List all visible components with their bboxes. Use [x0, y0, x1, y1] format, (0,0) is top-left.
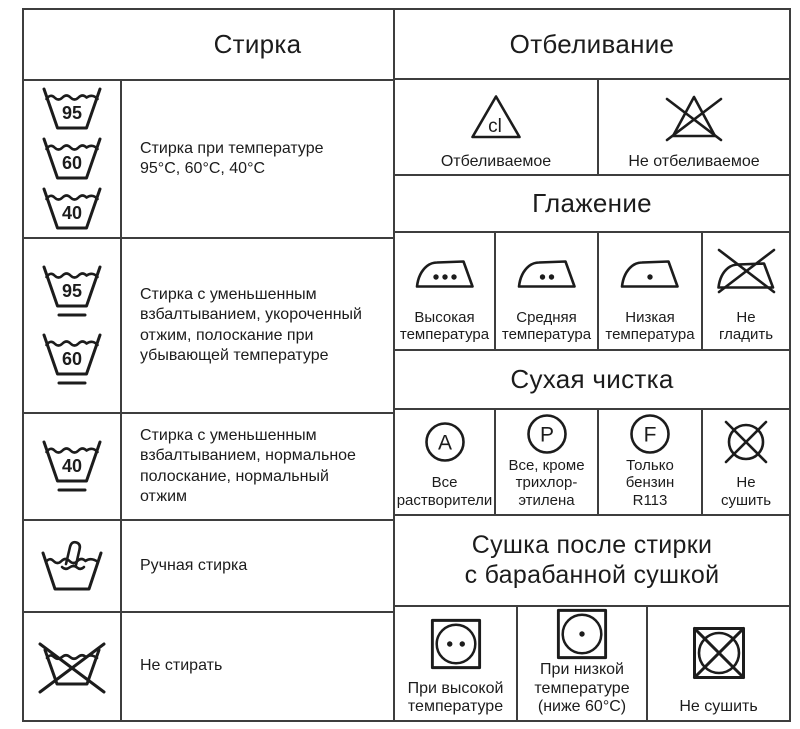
bleaching-header: Отбеливание [395, 10, 789, 81]
iron-medium-cell: Средняя температура [496, 232, 599, 349]
tumble-dry-2-dots-icon [430, 618, 481, 669]
washing-header: Стирка [24, 10, 393, 81]
dryclean-P-cell: P Все, кроме трихлор- этилена [496, 410, 599, 515]
circle-A-icon: A [424, 422, 465, 463]
dry-cleaning-row: A Все растворители P Все, кроме трихлор-… [395, 410, 789, 517]
iron-1-dot-icon [620, 260, 679, 288]
washing-row-description: Не стирать [140, 657, 223, 675]
dryclean-P-label: Все, кроме трихлор- этилена [508, 457, 585, 509]
wash-tub-40-underline-icon: 40 [42, 440, 102, 491]
wash-tub-60-icon: 60 [42, 137, 102, 180]
dry-cleaning-header: Сухая чистка [395, 351, 789, 411]
dryclean-F-cell: F Только бензин R113 [599, 410, 703, 515]
svg-text:40: 40 [62, 456, 82, 476]
care-symbols-table: Стирка 95 60 [22, 8, 791, 722]
dryclean-A-cell: A Все растворители [395, 410, 496, 515]
bleaching-row: cl Отбеливаемое Не отбеливаемое [395, 80, 789, 177]
no-washing-icon [38, 642, 106, 693]
tumble-low-cell: При низкой температуре (ниже 60°C) [518, 607, 648, 720]
wash-tub-60-underline-icon: 60 [42, 333, 102, 384]
hand-wash-icon-cell [24, 521, 122, 611]
iron-medium-label: Средняя температура [501, 309, 592, 344]
svg-text:95: 95 [62, 103, 82, 123]
tumble-high-cell: При высокой температуре [395, 607, 518, 720]
washing-row-mild: 95 60 Стирка с уменьшенным взбалтыванием… [24, 239, 393, 414]
dryclean-A-label: Все растворители [396, 474, 493, 509]
ironing-header: Глажение [395, 176, 789, 233]
svg-text:60: 60 [62, 349, 82, 369]
tumble-drying-row: При высокой температуре При низкой темпе… [395, 607, 789, 720]
washing-row-description: Ручная стирка [140, 556, 248, 574]
svg-text:95: 95 [62, 281, 82, 301]
svg-text:F: F [644, 423, 657, 446]
iron-high-cell: Высокая температура [395, 232, 496, 349]
no-dry-cell: Не сушить [703, 410, 789, 514]
iron-2-dots-icon [517, 260, 576, 288]
no-washing-icon-cell [24, 613, 122, 720]
washing-section: Стирка 95 60 [24, 10, 395, 720]
svg-text:cl: cl [488, 116, 502, 137]
no-bleach-cell: Не отбеливаемое [599, 80, 789, 174]
iron-low-label: Низкая температура [605, 309, 695, 344]
no-tumble-dry-icon [692, 626, 745, 679]
hand-wash-icon [41, 540, 103, 591]
washing-row-description: Стирка при температуре 95°C, 60°C, 40°C [140, 139, 324, 177]
no-dry-label: Не сушить [720, 474, 772, 509]
washing-row-description: Стирка с уменьшенным взбалтыванием, норм… [140, 426, 356, 505]
circle-F-icon: F [630, 413, 670, 454]
wash-tub-95-underline-icon: 95 [42, 265, 102, 316]
iron-3-dots-icon [415, 260, 474, 288]
svg-text:A: A [437, 432, 451, 455]
washing-row-temperatures: 95 60 40 Стирка при температуре 95°C, 60… [24, 81, 393, 239]
no-tumble-dry-cell: Не сушить [648, 607, 789, 720]
no-tumble-dry-label: Не сушить [679, 698, 758, 716]
bleach-allowed-triangle-icon: cl [471, 94, 521, 138]
iron-low-cell: Низкая температура [599, 232, 703, 349]
circle-P-icon: P [526, 413, 567, 454]
tumble-dry-1-dot-icon [556, 609, 608, 660]
tumble-low-label: При низкой температуре (ниже 60°C) [534, 661, 630, 716]
wash-tub-95-icon: 95 [42, 87, 102, 130]
tumble-drying-header: Сушка после стирки с барабанной сушкой [395, 516, 789, 608]
no-bleach-triangle-icon [665, 95, 723, 141]
washing-row-hand: Ручная стирка [24, 521, 393, 613]
wash-mild-icons: 95 60 [24, 239, 122, 412]
no-bleach-label: Не отбеливаемое [628, 152, 760, 170]
wash-temps-icons: 95 60 40 [24, 81, 122, 237]
right-section: Отбеливание cl Отбеливаемое [395, 10, 789, 720]
svg-text:40: 40 [62, 203, 82, 223]
iron-high-label: Высокая температура [399, 309, 490, 344]
wash-normal-icons: 40 [24, 414, 122, 519]
tumble-high-label: При высокой температуре [407, 679, 504, 716]
bleach-allowed-label: Отбеливаемое [440, 152, 552, 170]
washing-row-normal: 40 Стирка с уменьшенным взбалтыванием, н… [24, 414, 393, 521]
no-dry-crossed-circle-icon [724, 421, 768, 464]
dryclean-F-label: Только бензин R113 [625, 457, 675, 509]
no-ironing-label: Не гладить [718, 309, 774, 344]
wash-tub-40-icon: 40 [42, 187, 102, 230]
ironing-row: Высокая температура Средняя температура [395, 232, 789, 351]
bleach-allowed-cell: cl Отбеливаемое [395, 80, 599, 175]
svg-text:60: 60 [62, 153, 82, 173]
washing-row-description: Стирка с уменьшенным взбалтыванием, укор… [140, 285, 362, 364]
no-ironing-icon [717, 248, 776, 294]
washing-row-no-wash: Не стирать [24, 613, 393, 720]
svg-text:P: P [539, 423, 553, 446]
no-ironing-cell: Не гладить [703, 233, 789, 349]
